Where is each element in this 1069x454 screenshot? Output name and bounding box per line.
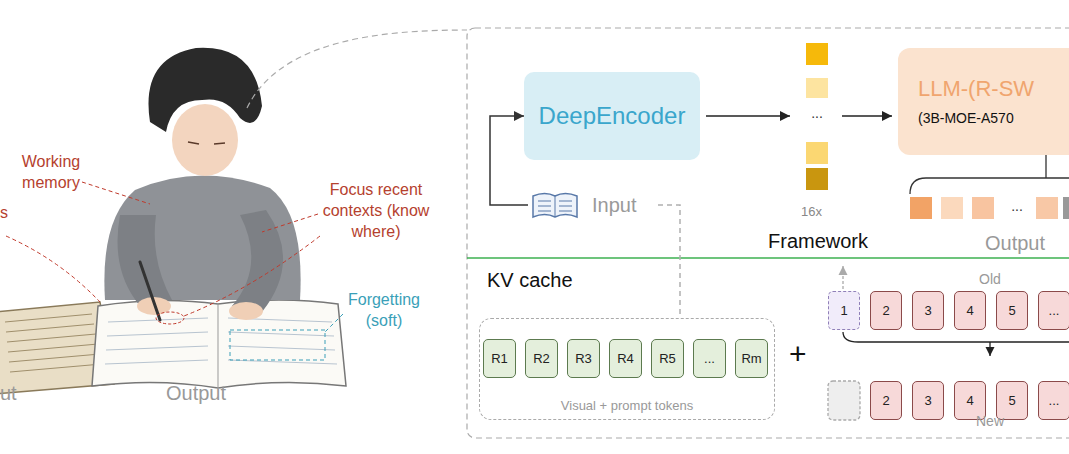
node-text: 5: [1008, 393, 1015, 409]
output-token: [1063, 197, 1069, 219]
zoom-curve: [247, 30, 467, 108]
right-arm: [232, 210, 283, 312]
hand: [229, 302, 263, 320]
flow-arrow: [842, 115, 892, 117]
node-text: 1: [840, 303, 847, 319]
cache-box: 3: [912, 381, 944, 420]
hair: [148, 48, 262, 132]
section-label: Output: [985, 230, 1045, 256]
eyes: [188, 142, 225, 144]
token-box: Rm: [735, 339, 768, 378]
node-text: ...: [1049, 393, 1060, 409]
node-text: Visual + prompt tokens: [561, 398, 693, 414]
left-arm: [118, 215, 173, 306]
ellipsis: ...: [1003, 197, 1031, 215]
shift-line: [843, 332, 1069, 342]
token-box: R3: [567, 339, 600, 378]
output-token: [972, 197, 994, 219]
empty-slot: [828, 381, 860, 420]
token-box: R4: [609, 339, 642, 378]
vision-token: [806, 43, 828, 65]
flow-arrow: [706, 115, 790, 117]
node-text: ...: [704, 351, 715, 367]
annotation: Forgetting (soft): [340, 290, 428, 332]
multiplier-label: 16x: [801, 204, 822, 221]
node-text: R4: [617, 351, 634, 367]
output-bracket: [910, 155, 1069, 194]
leader-line: [262, 214, 318, 232]
token-box: R1: [483, 339, 516, 378]
cache-box: 1: [828, 291, 860, 330]
cache-box: 5: [996, 291, 1028, 330]
node-text: Input: [592, 193, 636, 217]
node-text: R3: [575, 351, 592, 367]
forgetting-mark: [230, 330, 325, 360]
book-icon-lines: [538, 196, 572, 217]
leader-line: [184, 236, 320, 316]
annotation: Focus recent contexts (know where): [316, 180, 436, 242]
book-text-lines: [5, 314, 102, 372]
node-text: R2: [533, 351, 550, 367]
node-text: R1: [491, 351, 508, 367]
plus-sign: +: [789, 334, 807, 373]
cache-box: 2: [870, 381, 902, 420]
notebook-spine: [218, 304, 219, 388]
token-box: R5: [651, 339, 684, 378]
row-label: New: [976, 412, 1004, 430]
node-text: 3: [924, 303, 931, 319]
encoder-box: DeepEncoder: [524, 72, 700, 160]
vision-token: [806, 168, 828, 190]
leader-line: [325, 314, 343, 332]
cache-box: 3: [912, 291, 944, 330]
node-text: 4: [966, 393, 973, 409]
book-icon: [533, 194, 577, 218]
node-text: 2: [882, 393, 889, 409]
framework-frame: [467, 28, 1069, 438]
cache-box: 2: [870, 291, 902, 330]
notebook: [92, 300, 346, 388]
annotation: s: [0, 203, 8, 224]
leader-line: [82, 182, 150, 204]
pen: [140, 262, 160, 320]
input-node: Input: [528, 188, 658, 222]
row-label: Old: [979, 270, 1001, 288]
section-label: KV cache: [487, 267, 573, 293]
node-text: 4: [966, 303, 973, 319]
cache-box: 4: [954, 291, 986, 330]
cache-box: ...: [1038, 381, 1069, 420]
output-token: [1036, 197, 1058, 219]
node-text: R5: [659, 351, 676, 367]
vision-token: [806, 142, 828, 164]
shift-arrow: [989, 342, 990, 356]
caption-label: ut: [0, 380, 17, 406]
section-label: Framework: [768, 228, 868, 254]
connector: [658, 205, 680, 318]
evict-arrow: [842, 266, 843, 289]
token-box: R2: [525, 339, 558, 378]
annotation: Working memory: [12, 152, 90, 194]
node-text: LLM-(R-SW: [918, 76, 1034, 102]
output-token: [910, 197, 932, 219]
token-box: ...: [693, 339, 726, 378]
leader-line: [6, 236, 100, 302]
notebook-lines: [105, 318, 337, 364]
node-text: ...: [1049, 303, 1060, 319]
token-group: Visual + prompt tokens R1 R2 R3 R4 R5... Rm: [479, 318, 775, 420]
ellipsis: ...: [803, 104, 831, 122]
caption-label: Output: [166, 380, 226, 406]
node-text: (3B-MOE-A570: [918, 110, 1014, 127]
node-text: Rm: [741, 351, 761, 367]
node-text: 2: [882, 303, 889, 319]
focus-mark: [156, 312, 184, 324]
node-text: DeepEncoder: [539, 102, 686, 131]
node-text: 3: [924, 393, 931, 409]
llm-box: LLM-(R-SW (3B-MOE-A570: [898, 48, 1069, 155]
cache-box: ...: [1038, 291, 1069, 330]
divider-line: [467, 257, 1069, 259]
node-text: 5: [1008, 303, 1015, 319]
output-token: [941, 197, 963, 219]
connector: [490, 116, 528, 205]
vision-token: [806, 78, 828, 98]
face: [172, 104, 238, 176]
